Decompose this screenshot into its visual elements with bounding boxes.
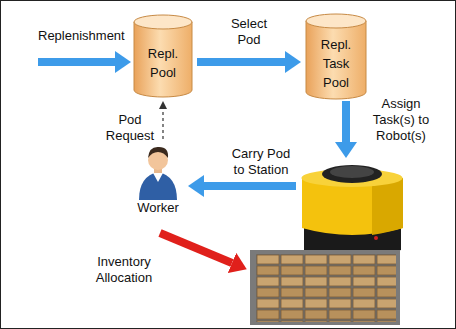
node-text-group: Repl. Task Pool — [314, 35, 358, 92]
cylinder-top — [134, 15, 192, 29]
node-label: Worker — [128, 200, 188, 216]
edge-label: Select Pod — [226, 16, 272, 48]
flow-label: Carry Pod to Station — [228, 146, 294, 178]
node-text-group: Repl. Pool — [141, 44, 185, 82]
node-text-group: Worker — [128, 200, 188, 216]
request-arrow — [162, 109, 163, 139]
pool-cylinder: Repl. Task Pool — [305, 13, 367, 100]
flow-arrow — [342, 101, 350, 142]
allocation-arrow — [160, 233, 232, 263]
edge-label: Pod Request — [103, 112, 157, 144]
cylinder-top — [306, 14, 366, 28]
flow-label: Assign Task(s) to Robot(s) — [368, 96, 434, 144]
flow-label: Inventory Allocation — [86, 254, 162, 286]
flow-arrow — [204, 182, 296, 190]
storage-racks — [250, 250, 400, 325]
robot-illustration — [302, 165, 404, 258]
worker-icon — [139, 147, 177, 200]
cylinder-body — [306, 21, 366, 99]
node-label: Repl. Pool — [141, 44, 185, 82]
node-label: Repl. Task Pool — [314, 35, 358, 92]
pool-cylinder: Repl. Pool — [133, 14, 193, 98]
flow-label: Replenishment — [38, 28, 138, 44]
flow-arrow — [38, 58, 115, 66]
cylinder-body — [134, 22, 192, 97]
worker-node: Worker — [128, 142, 188, 216]
flow-arrow — [197, 58, 285, 66]
